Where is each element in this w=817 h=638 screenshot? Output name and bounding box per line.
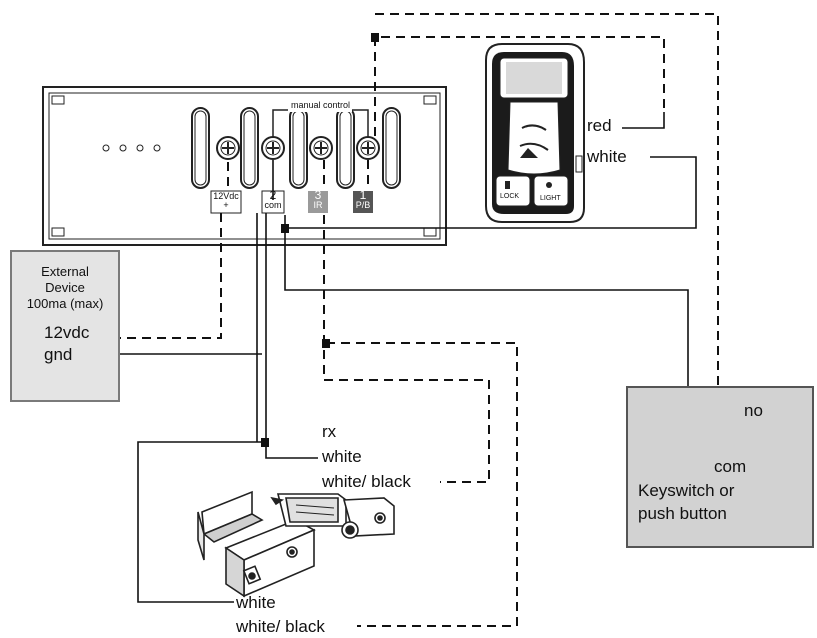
- terminal-screw-pb: [356, 136, 380, 160]
- terminal-ir-number: 3: [314, 188, 322, 202]
- terminal-label-ir: 3 IR: [308, 188, 328, 210]
- terminal-pb-sub: P/B: [355, 200, 371, 210]
- terminal-pb-number: 1: [359, 188, 367, 202]
- external-device-gnd-label: gnd: [44, 345, 73, 364]
- terminal-label-com: 2 com: [262, 188, 284, 210]
- wall-switch-light-label: LIGHT: [540, 195, 561, 202]
- terminal-com-number: 2: [269, 188, 277, 202]
- terminal-screw-ir: [309, 136, 333, 160]
- external-device-title: External Device 100ma (max): [12, 264, 118, 312]
- sensor-rx-white-black-label: white/ black: [322, 472, 411, 491]
- wall-switch-white-label: white: [587, 147, 627, 166]
- external-device-box: External Device 100ma (max): [10, 250, 120, 402]
- terminal-screw-com: [261, 136, 285, 160]
- keyswitch-no-label: no: [744, 401, 763, 420]
- wall-switch: [485, 43, 585, 223]
- keyswitch-com-label: com: [714, 457, 747, 476]
- sensor-tx-white-label: white: [236, 593, 276, 612]
- terminal-12vdc-number: 12Vdc: [213, 191, 239, 201]
- terminal-screw-12vdc: [216, 136, 240, 160]
- external-device-title-line3: 100ma (max): [26, 296, 104, 311]
- keyswitch-title-line1: Keyswitch or: [638, 481, 735, 500]
- manual-control-label: manual control: [291, 100, 351, 110]
- external-device-title-line1: External: [41, 264, 89, 279]
- dashed-wires: [120, 13, 742, 627]
- terminal-label-pb: 1 P/B: [353, 188, 373, 210]
- wall-switch-lock-label: LOCK: [500, 193, 520, 200]
- external-device-title-line2: Device: [45, 280, 85, 295]
- keyswitch-title-line2: push button: [638, 504, 727, 523]
- sensor-tx-white-black-label: white/ black: [236, 617, 325, 636]
- sensor-rx-label: rx: [322, 422, 337, 441]
- wall-switch-red-label: red: [587, 116, 612, 135]
- sensor-rx-white-label: white: [322, 447, 362, 466]
- external-device-12vdc-label: 12vdc: [44, 323, 90, 342]
- wire-junctions: [261, 33, 379, 447]
- sensor-brackets: [197, 490, 395, 598]
- terminal-com-sub: com: [264, 200, 282, 210]
- terminal-12vdc-sub: +: [223, 200, 229, 210]
- controller-panel: [42, 86, 447, 246]
- terminal-label-12vdc: 12Vdc +: [211, 192, 241, 210]
- keyswitch-box: [626, 386, 814, 548]
- terminal-ir-sub: IR: [313, 200, 323, 210]
